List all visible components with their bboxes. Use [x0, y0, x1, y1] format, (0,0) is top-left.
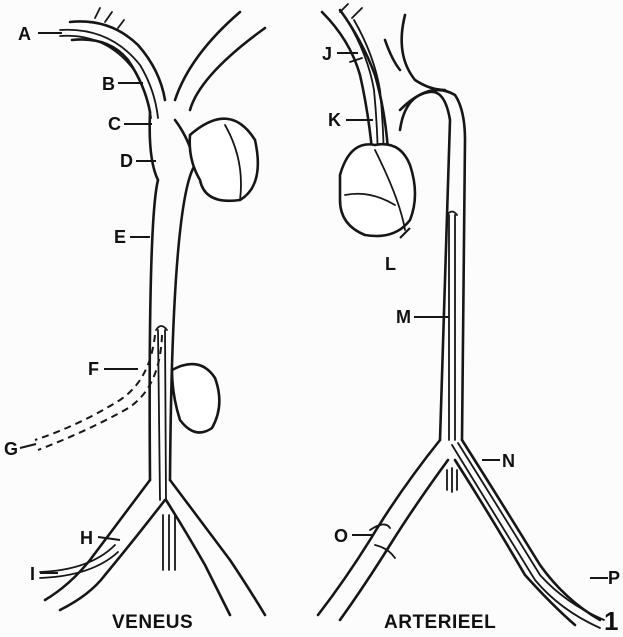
arterial-fork-catheter [452, 443, 604, 628]
venous-dashed-branch [35, 335, 162, 450]
venous-fork-left [45, 480, 165, 610]
label-J: J [322, 44, 332, 64]
venous-branch-tip [95, 8, 124, 28]
venous-catheter-lower [158, 330, 166, 500]
label-D: D [120, 151, 133, 171]
venous-kidney [172, 364, 219, 432]
label-G: G [4, 439, 18, 459]
arterial-panel [318, 4, 608, 628]
arterial-fork-right [455, 440, 600, 625]
venous-upper-right [175, 12, 265, 110]
venous-fork-center [163, 515, 175, 570]
label-O: O [334, 526, 348, 546]
venous-upper-branch [70, 21, 165, 112]
venous-heart [190, 119, 258, 201]
venous-trunk-left [150, 112, 158, 480]
label-F: F [88, 359, 99, 379]
arterial-aorta-left [400, 92, 450, 440]
leader-H [98, 537, 120, 540]
venous-panel [20, 8, 265, 615]
caption-arterieel: ARTERIEEL [384, 612, 496, 633]
arterial-upper-right [385, 15, 445, 90]
leader-G [20, 444, 36, 448]
caption-veneus: VENEUS [112, 612, 193, 633]
venous-fork-right [166, 480, 265, 615]
arterial-catheter-tip [447, 212, 457, 216]
labels: A B C D E F G H I J K L M N O P [4, 24, 620, 588]
label-L: L [385, 254, 396, 274]
label-H: H [80, 528, 93, 548]
label-C: C [108, 114, 121, 134]
label-N: N [502, 451, 515, 471]
label-A: A [18, 24, 31, 44]
label-B: B [102, 74, 115, 94]
label-E: E [114, 227, 126, 247]
label-M: M [396, 307, 411, 327]
label-K: K [328, 110, 341, 130]
figure-number: 1 [604, 606, 618, 636]
arterial-fork-center [447, 468, 457, 492]
label-I: I [30, 564, 35, 584]
label-P: P [608, 568, 620, 588]
arterial-catheter-lower [449, 215, 455, 440]
